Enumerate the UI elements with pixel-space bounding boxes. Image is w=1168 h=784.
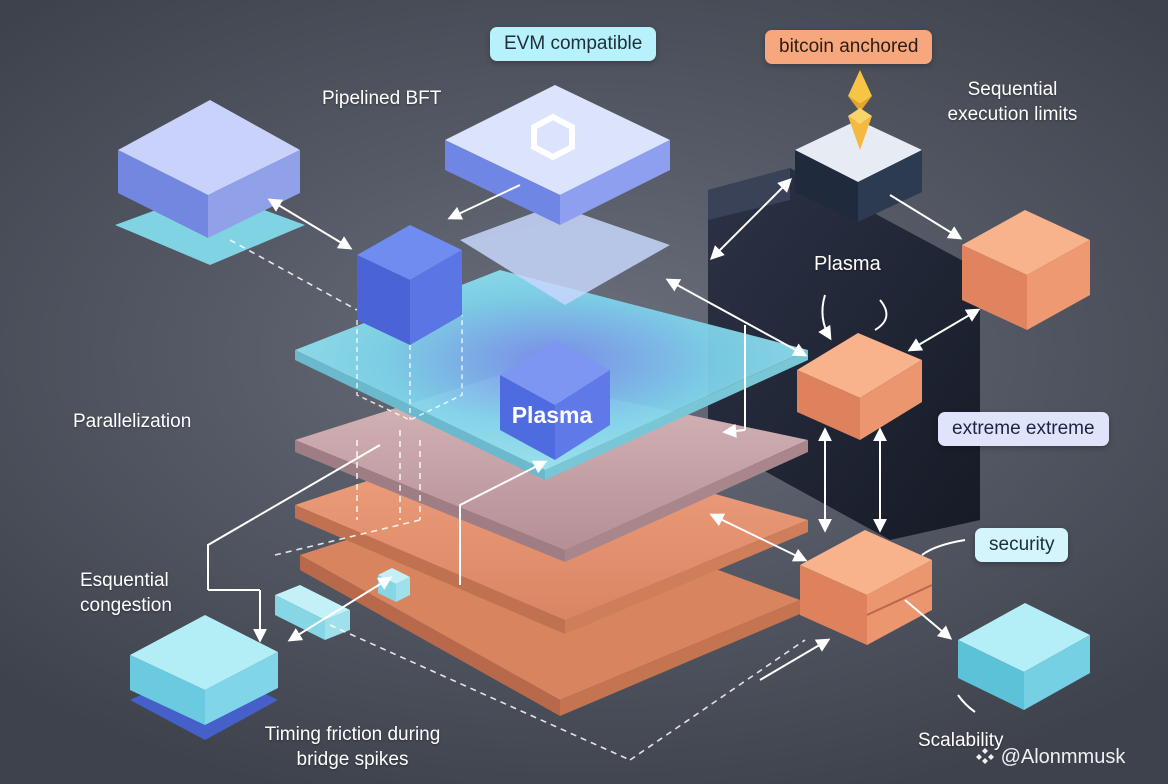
timing-line-2: bridge spikes [296, 749, 409, 770]
extreme-extreme-pill: extreme extreme [938, 412, 1109, 446]
evm-cube [445, 85, 670, 225]
flow-arrows [207, 178, 981, 713]
security-pill: security [975, 528, 1069, 562]
parallelization-label: Parallelization [73, 411, 192, 432]
sequential-execution-line-1: Sequential [967, 79, 1058, 100]
watermark-text: @Alonmmusk [1000, 746, 1126, 768]
esquential-congestion-label: Esquential congestion [80, 568, 172, 618]
scalability-label: Scalability [918, 730, 1004, 751]
timing-line-1: Timing friction during [264, 724, 441, 745]
bridge-block-a [275, 585, 350, 640]
plasma-top-label: Plasma [814, 253, 881, 275]
cyan-cube-lower-left [130, 615, 278, 740]
upper-translucent-layer [460, 205, 670, 305]
dashed-guides [229, 239, 806, 761]
evm-compatible-pill: EVM compatible [490, 27, 657, 61]
plasma-center-label: Plasma [511, 402, 593, 428]
diamond-icon [848, 70, 872, 150]
plasma-center-cube [500, 340, 610, 460]
lavender-cube-left [115, 100, 305, 265]
watermark: @Alonmmusk [975, 746, 1125, 769]
bitcoin-anchored-pill: bitcoin anchored [765, 30, 933, 64]
orange-cube-lower [800, 530, 933, 645]
logo-icon [976, 748, 994, 764]
blue-cube-small [356, 225, 463, 421]
orange-cube-right [962, 210, 1090, 330]
hexagon-icon [531, 113, 575, 161]
pipelined-bft-label: Pipelined BFT [322, 88, 442, 109]
sequential-execution-label: Sequential execution limits [930, 77, 1095, 127]
cyan-cube-lower-right [958, 603, 1090, 710]
esquential-line-1: Esquential [80, 570, 169, 591]
timing-friction-label: Timing friction during bridge spikes [245, 722, 460, 772]
esquential-line-2: congestion [80, 595, 172, 616]
sequential-execution-line-2: execution limits [947, 104, 1078, 125]
dark-anchor-cube [795, 120, 922, 222]
orange-cube-middle [797, 333, 922, 440]
